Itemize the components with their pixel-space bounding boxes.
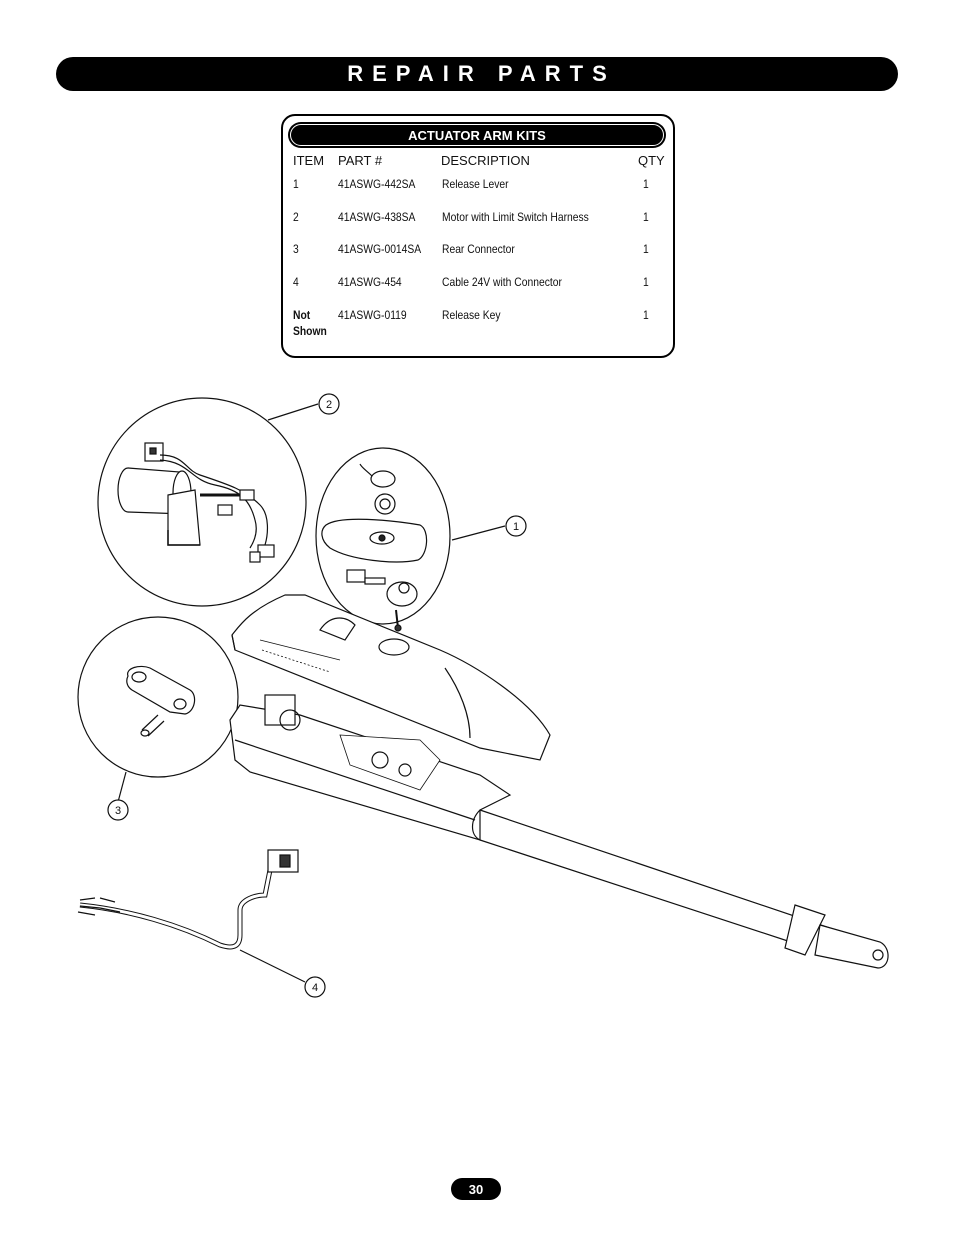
row-4-description: Cable 24V with Connector xyxy=(442,275,562,289)
header-bar: REPAIR PARTS xyxy=(56,57,898,91)
row-2-qty: 1 xyxy=(643,210,649,224)
callout-circle-3 xyxy=(107,799,129,821)
row-5-description: Release Key xyxy=(442,308,501,322)
page-number-text: 30 xyxy=(468,1181,484,1197)
detail-circle-motor xyxy=(97,397,307,607)
row-3-part: 41ASWG-0014SA xyxy=(338,242,422,256)
detail-circle-release-lever xyxy=(315,447,451,625)
row-3-description: Rear Connector xyxy=(442,242,515,256)
cable-illustration xyxy=(77,849,299,950)
row-2-item: 2 xyxy=(293,210,299,224)
row-4-part: 41ASWG-454 xyxy=(338,275,402,289)
callout-label-1: 1 xyxy=(513,521,519,533)
page-title: REPAIR PARTS xyxy=(347,61,616,86)
row-3-item: 3 xyxy=(293,242,299,256)
page-number: 30 xyxy=(451,1178,501,1200)
col-head-qty: QTY xyxy=(638,153,665,168)
table-title-text: ACTUATOR ARM KITS xyxy=(408,127,546,143)
row-5-qty: 1 xyxy=(643,308,649,322)
table-title: ACTUATOR ARM KITS xyxy=(288,122,666,148)
leader-line-2 xyxy=(267,403,319,421)
row-1-description: Release Lever xyxy=(442,177,509,191)
detail-circle-rear-connector xyxy=(77,616,239,778)
col-head-part: PART # xyxy=(338,153,383,168)
row-5-part: 41ASWG-0119 xyxy=(338,308,407,322)
leader-line-3 xyxy=(117,771,127,803)
callout-label-2: 2 xyxy=(326,399,332,411)
row-5-item-line2: Shown xyxy=(293,324,327,338)
callout-circle-4 xyxy=(304,976,326,998)
col-head-item: ITEM xyxy=(293,153,325,168)
row-4-item: 4 xyxy=(293,275,299,289)
col-head-description: DESCRIPTION xyxy=(441,153,530,168)
row-1-item: 1 xyxy=(293,177,299,191)
row-2-part: 41ASWG-438SA xyxy=(338,210,416,224)
release-lever-illustration xyxy=(321,463,428,632)
row-1-part: 41ASWG-442SA xyxy=(338,177,416,191)
row-1-qty: 1 xyxy=(643,177,649,191)
row-3-qty: 1 xyxy=(643,242,649,256)
parts-table: ACTUATOR ARM KITS ITEM PART # DESCRIPTIO… xyxy=(281,114,675,358)
rear-connector-illustration xyxy=(126,665,196,737)
row-5-item: Not xyxy=(293,308,311,322)
callout-label-3: 3 xyxy=(115,805,121,817)
motor-illustration xyxy=(117,442,275,563)
callout-label-4: 4 xyxy=(312,982,318,994)
actuator-illustration xyxy=(229,594,889,969)
callout-circle-2 xyxy=(318,393,340,415)
leader-line-4 xyxy=(239,949,306,983)
callout-circle-1 xyxy=(505,515,527,537)
leader-line-1 xyxy=(451,525,506,541)
row-4-qty: 1 xyxy=(643,275,649,289)
row-2-description: Motor with Limit Switch Harness xyxy=(442,210,589,224)
